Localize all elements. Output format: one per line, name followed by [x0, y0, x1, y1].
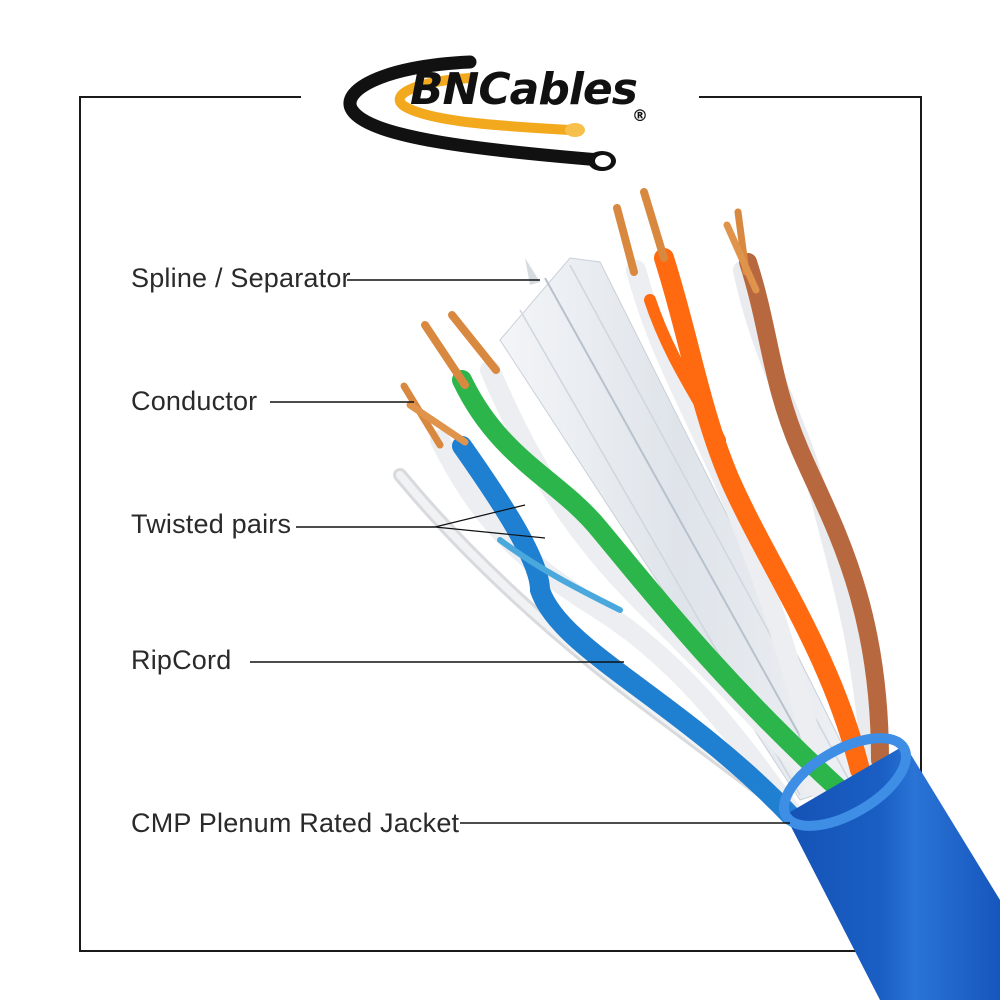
logo-swoosh [343, 55, 616, 171]
label-spline-separator: Spline / Separator [131, 263, 351, 293]
frame-right [920, 96, 922, 952]
blue-wire [452, 436, 800, 825]
jacket-rim [778, 733, 912, 831]
brand-name: BNCables [410, 64, 638, 115]
cable-jacket [785, 745, 1000, 1000]
orange-wire [654, 248, 870, 780]
frame-top-right [699, 96, 922, 98]
frame-left [79, 96, 81, 952]
brand-logo: BNCables ® [340, 50, 670, 180]
registered-mark: ® [632, 106, 648, 125]
brown-wire [739, 253, 889, 769]
label-conductor: Conductor [131, 386, 258, 416]
label-twisted-pairs: Twisted pairs [131, 509, 292, 539]
label-cmp-plenum-jacket: CMP Plenum Rated Jacket [131, 808, 460, 838]
label-ripcord: RipCord [131, 645, 232, 675]
frame-bottom [79, 950, 922, 952]
green-wire [452, 370, 850, 800]
blue-white-wire [430, 430, 800, 820]
frame-top-left [79, 96, 301, 98]
leader-twisted-pairs-b [434, 526, 546, 539]
leader-twisted-pairs-a [434, 504, 526, 528]
